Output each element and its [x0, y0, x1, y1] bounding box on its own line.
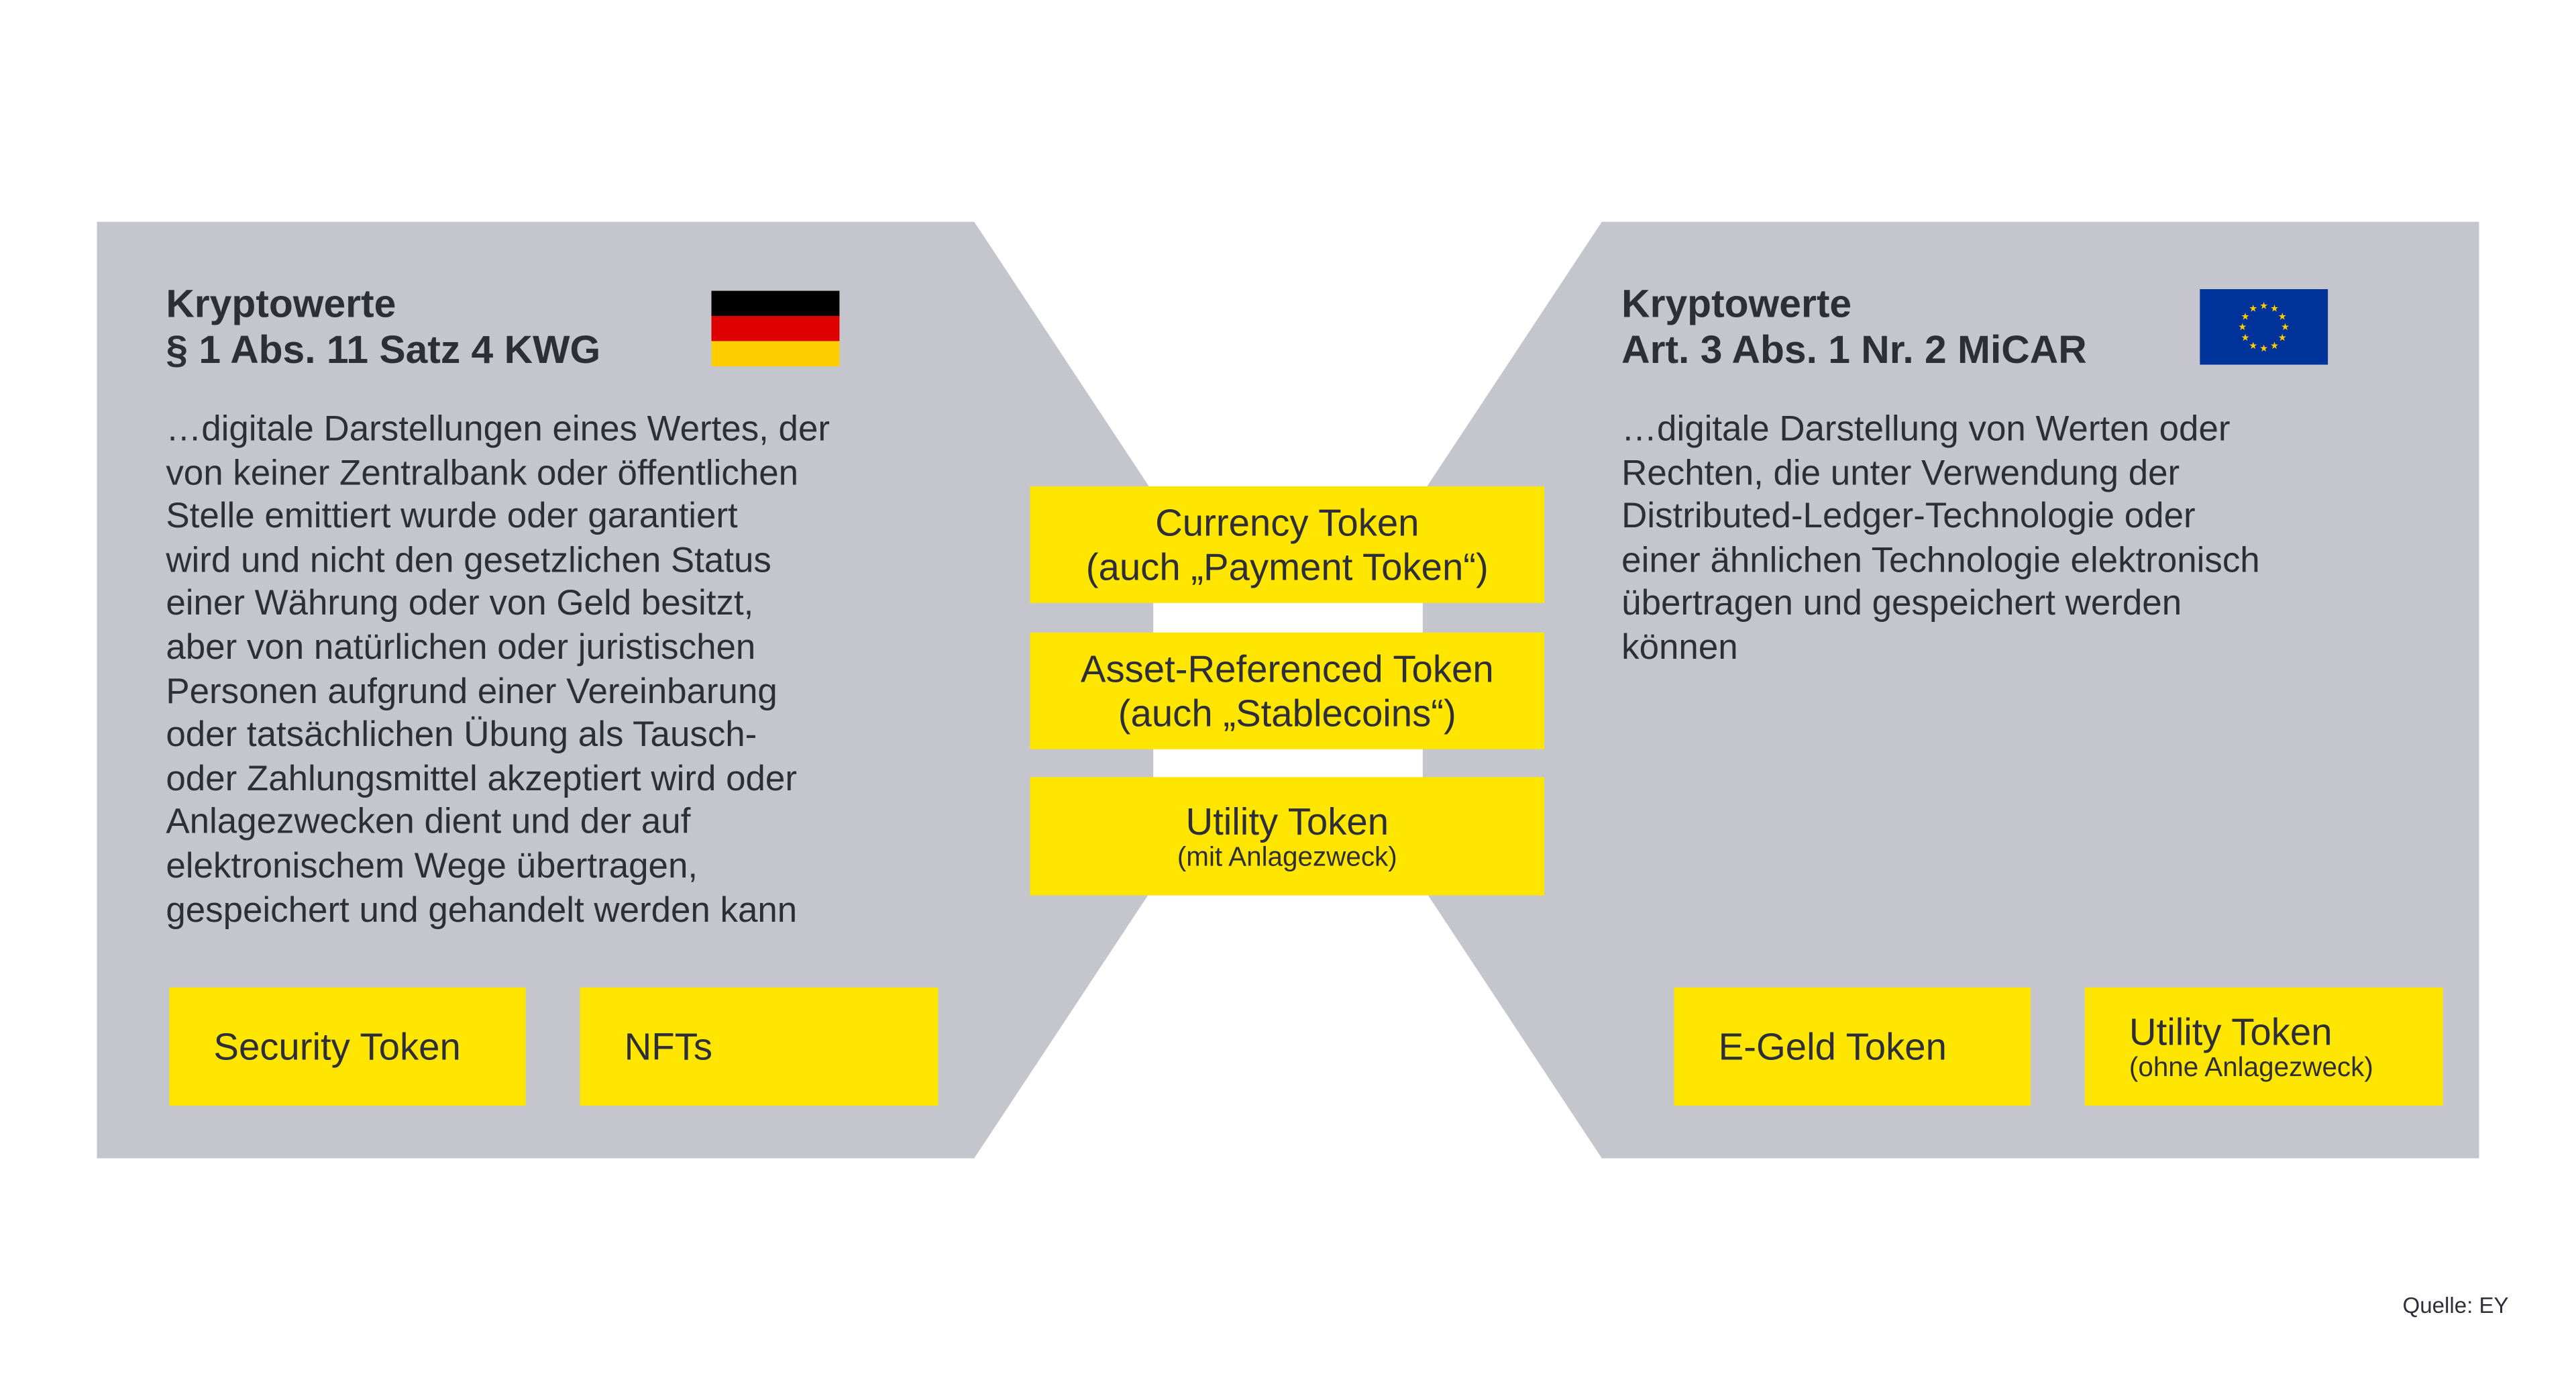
germany-flag-icon [711, 290, 840, 367]
definition-line: wird und nicht den gesetzlichen Status [166, 538, 771, 580]
token-utility-noinvest: Utility Token (ohne Anlagezweck) [2084, 987, 2443, 1106]
star-icon: ★ [2278, 311, 2287, 322]
definition-line: Rechten, die unter Verwendung der [1621, 451, 2180, 492]
definition-line: …digitale Darstellung von Werten oder [1621, 407, 2231, 449]
definition-line: übertragen und gespeichert werden [1621, 582, 2182, 624]
star-icon: ★ [2249, 304, 2257, 315]
token-title: NFTs [624, 1024, 713, 1068]
token-security: Security Token [169, 987, 526, 1106]
definition-line: einer ähnlichen Technologie elektronisch [1621, 538, 2260, 580]
definition-line: von keiner Zentralbank oder öffentlichen [166, 451, 799, 492]
star-icon: ★ [2270, 304, 2279, 315]
token-title: Security Token [213, 1024, 461, 1068]
definition-line: können [1621, 625, 1738, 668]
token-currency: Currency Token (auch „Payment Token“) [1030, 486, 1545, 603]
left-panel [97, 221, 1154, 1159]
definition-line: Personen aufgrund einer Vereinbarung [166, 670, 777, 711]
heading-line: Kryptowerte [1621, 282, 1852, 327]
star-icon: ★ [2259, 301, 2268, 311]
star-icon: ★ [2259, 343, 2268, 354]
token-subtitle: (auch „Payment Token“) [1085, 544, 1489, 588]
heading-line: § 1 Abs. 11 Satz 4 KWG [166, 328, 601, 373]
token-e-geld: E-Geld Token [1674, 987, 2031, 1106]
token-title: E-Geld Token [1718, 1024, 1947, 1068]
definition-line: Distributed-Ledger-Technologie oder [1621, 494, 2196, 536]
left-heading: Kryptowerte § 1 Abs. 11 Satz 4 KWG [166, 282, 600, 374]
token-nfts: NFTs [580, 987, 938, 1106]
right-panel [1422, 221, 2479, 1159]
definition-line: Anlagezwecken dient und der auf [166, 800, 691, 842]
token-title: Utility Token [1185, 800, 1389, 843]
star-icon: ★ [2241, 311, 2250, 322]
token-title: Currency Token [1155, 500, 1419, 544]
definition-line: gespeichert und gehandelt werden kann [166, 888, 798, 929]
star-icon: ★ [2241, 333, 2250, 343]
definition-line: einer Währung oder von Geld besitzt, [166, 582, 754, 624]
star-icon: ★ [2278, 333, 2287, 343]
left-definition: …digitale Darstellungen eines Wertes, de… [166, 407, 830, 932]
token-subtitle: (auch „Stablecoins“) [1118, 690, 1456, 734]
heading-line: Kryptowerte [166, 282, 396, 327]
star-icon: ★ [2238, 322, 2247, 333]
definition-line: Stelle emittiert wurde oder garantiert [166, 494, 738, 536]
eu-flag-icon: ★★★★★★★★★★★★ [2200, 289, 2328, 365]
source-note: Quelle: EY [2402, 1293, 2509, 1318]
right-heading: Kryptowerte Art. 3 Abs. 1 Nr. 2 MiCAR [1621, 282, 2086, 374]
star-icon: ★ [2249, 341, 2257, 352]
star-icon: ★ [2281, 322, 2290, 333]
token-title: Asset-Referenced Token [1080, 647, 1494, 690]
definition-line: oder tatsächlichen Übung als Tausch- [166, 713, 757, 755]
definition-line: oder Zahlungsmittel akzeptiert wird oder [166, 757, 797, 798]
token-subtitle: (mit Anlagezweck) [1177, 843, 1397, 873]
token-subtitle: (ohne Anlagezweck) [2129, 1053, 2373, 1083]
heading-line: Art. 3 Abs. 1 Nr. 2 MiCAR [1621, 328, 2087, 373]
token-title: Utility Token [2129, 1010, 2332, 1053]
star-icon: ★ [2270, 341, 2279, 352]
definition-line: elektronischem Wege übertragen, [166, 844, 698, 886]
definition-line: aber von natürlichen oder juristischen [166, 625, 756, 668]
token-utility-invest: Utility Token (mit Anlagezweck) [1030, 777, 1545, 896]
definition-line: …digitale Darstellungen eines Wertes, de… [166, 407, 830, 449]
token-asset-referenced: Asset-Referenced Token (auch „Stablecoin… [1030, 632, 1545, 749]
